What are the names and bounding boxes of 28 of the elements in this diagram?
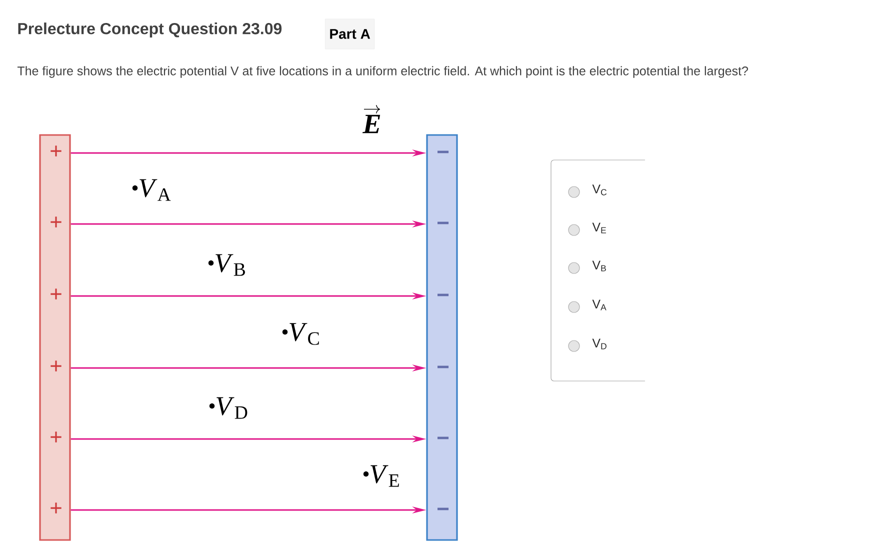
point-label: V$_{D}$: [216, 397, 248, 419]
plus-sign: +: [50, 432, 62, 442]
plus-sign: +: [50, 146, 62, 156]
minus-sign: −: [438, 222, 449, 224]
minus-sign: −: [438, 150, 449, 154]
minus-sign: −: [438, 366, 449, 368]
plus-sign: +: [50, 502, 62, 514]
charged-plate: [39, 134, 71, 541]
question-text: The figure shows the electric potential V at five locations in a uniform electric field. At which point is the electric potential the largest?: [18, 66, 748, 78]
option-label: V$_{D}$: [592, 338, 606, 350]
field-vector-label: E: [362, 105, 380, 134]
plus-sign: +: [50, 360, 62, 372]
option-label: V$_{A}$: [592, 300, 606, 310]
charged-plate: [426, 134, 458, 541]
tab: Part A: [325, 18, 375, 50]
point-label: V$_{E}$: [370, 465, 399, 487]
option-label: V$_{C}$: [592, 184, 607, 196]
point-label: V$_{C}$: [290, 323, 319, 345]
plus-sign: +: [50, 216, 62, 228]
minus-sign: −: [438, 508, 449, 510]
title: Prelecture Concept Question 23.09: [18, 22, 282, 38]
minus-sign: −: [438, 294, 449, 296]
plus-sign: +: [50, 288, 62, 300]
minus-sign: −: [438, 436, 449, 440]
point-label: V$_{B}$: [216, 254, 245, 276]
point-label: V$_{A}$: [140, 179, 171, 201]
option-label: V$_{B}$: [592, 260, 606, 272]
option-label: V$_{E}$: [592, 222, 606, 234]
